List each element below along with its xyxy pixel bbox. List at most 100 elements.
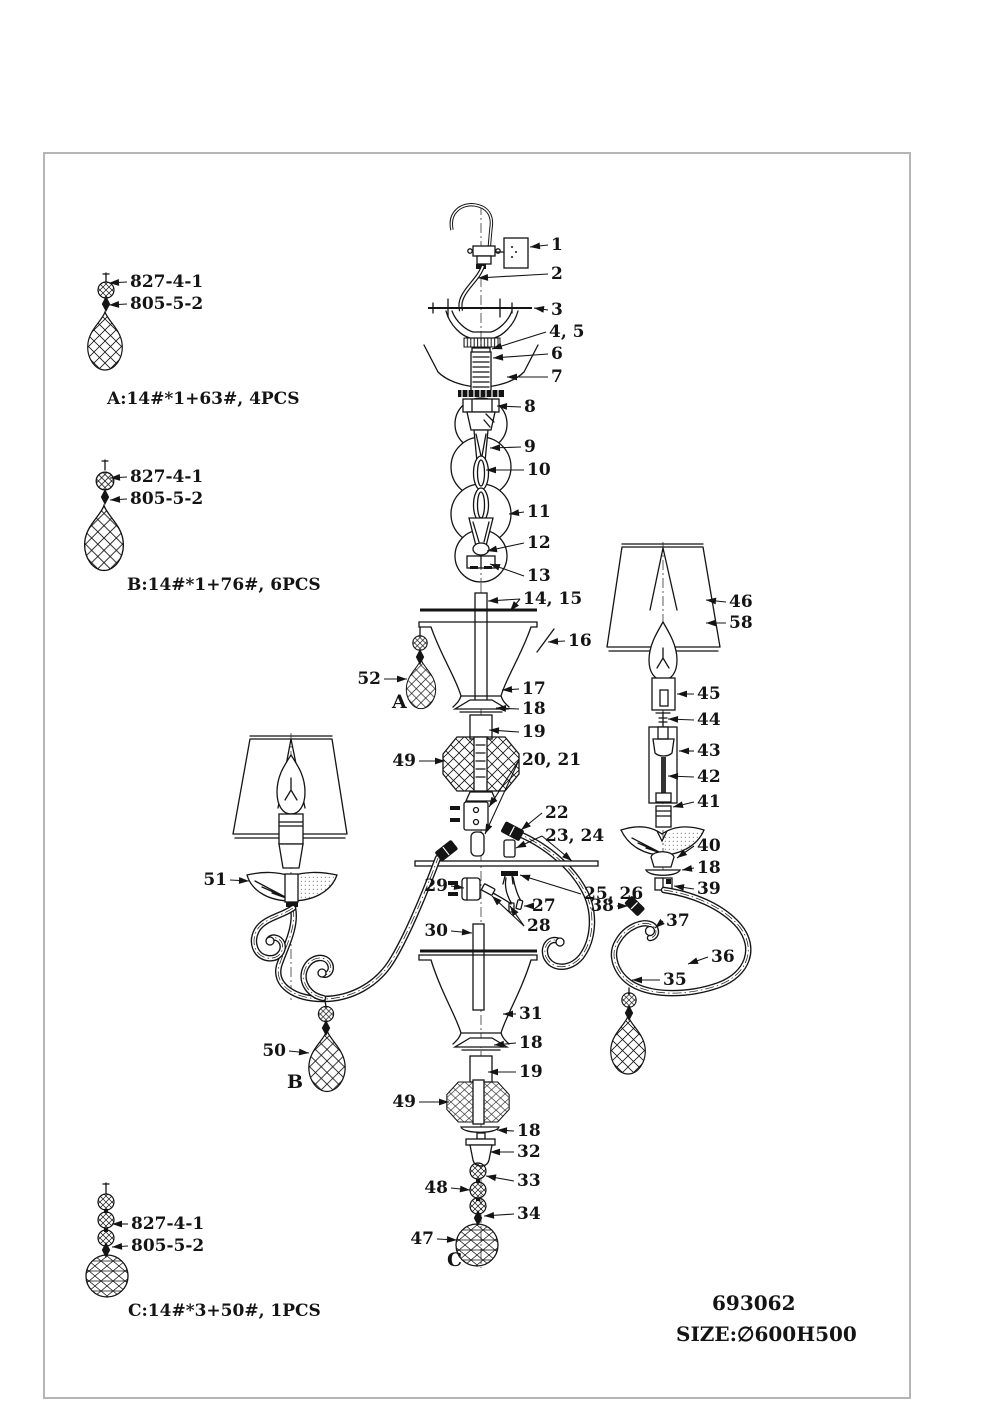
- part-callout: 23, 24: [515, 826, 604, 862]
- threaded-rod-42: [661, 757, 666, 793]
- central-plate-wiring: [414, 821, 599, 1011]
- part-callout: 49: [392, 1092, 449, 1112]
- pendant-legend-c: [85, 1182, 129, 1298]
- svg-text:3: 3: [551, 300, 563, 320]
- lamp-connector-25-26: [501, 871, 518, 876]
- svg-text:18: 18: [697, 858, 721, 878]
- svg-text:4, 5: 4, 5: [549, 322, 585, 342]
- title-block-text: 693062: [712, 1291, 796, 1315]
- svg-text:805-5-2: 805-5-2: [131, 1236, 204, 1256]
- part-callout: 28: [491, 895, 551, 936]
- svg-text:12: 12: [527, 533, 551, 553]
- svg-text:29: 29: [424, 876, 448, 896]
- svg-text:7: 7: [551, 367, 563, 387]
- pendant-legend-b: [83, 459, 125, 572]
- lower-body-column: [418, 949, 538, 1267]
- part-callout: 18: [493, 1033, 543, 1053]
- right-shade: [606, 543, 721, 652]
- cap-40: [650, 851, 675, 868]
- finial-cup-32: [465, 1138, 496, 1146]
- pendant-spec-text: C:14#*3+50#, 1PCS: [128, 1301, 321, 1321]
- spacer-23-24: [503, 839, 516, 858]
- svg-text:46: 46: [729, 592, 753, 612]
- body-plate: [414, 860, 599, 867]
- part-callout: 4, 5: [491, 322, 585, 350]
- assembly-letter: B: [287, 1071, 303, 1093]
- part-callout: 18: [495, 699, 546, 719]
- part-callout: 11: [508, 502, 551, 522]
- pendant-spec-text: B:14#*1+76#, 6PCS: [127, 575, 321, 595]
- svg-text:39: 39: [697, 879, 721, 899]
- part-callout: 827-4-1: [112, 1214, 204, 1234]
- part-callout: 13: [489, 563, 551, 586]
- part-callout: 10: [486, 460, 551, 480]
- svg-text:10: 10: [527, 460, 551, 480]
- assembly-letter: C: [447, 1249, 462, 1271]
- part-callout: 34: [483, 1204, 541, 1224]
- svg-text:18: 18: [519, 1033, 543, 1053]
- part-callout: 37: [654, 911, 690, 931]
- svg-text:32: 32: [517, 1142, 541, 1162]
- svg-text:18: 18: [517, 1121, 541, 1141]
- svg-text:43: 43: [697, 741, 721, 761]
- center-rod-lower: [472, 923, 485, 1011]
- part-callout: 29: [424, 876, 465, 896]
- title-block-text: SIZE:∅600H500: [676, 1322, 857, 1346]
- assembly-letter: A: [391, 691, 407, 713]
- svg-text:37: 37: [666, 911, 690, 931]
- canopy-assembly: [423, 203, 539, 397]
- part-callout: 18: [681, 858, 721, 878]
- svg-text:22: 22: [545, 803, 569, 823]
- svg-text:49: 49: [392, 751, 416, 771]
- part-callout: 3: [533, 300, 563, 320]
- svg-text:50: 50: [262, 1041, 286, 1061]
- pendant-spec-text: A:14#*1+63#, 4PCS: [106, 389, 300, 409]
- svg-text:20, 21: 20, 21: [522, 750, 581, 770]
- part-callout: 47: [410, 1229, 458, 1249]
- crystal-ball-c: [85, 1254, 129, 1298]
- part-callout: 42: [667, 767, 721, 787]
- part-callout: 25, 26: [519, 874, 643, 904]
- part-callout: 40: [676, 836, 721, 859]
- part-callout: 48: [424, 1178, 471, 1198]
- svg-text:35: 35: [663, 970, 687, 990]
- svg-text:17: 17: [522, 679, 546, 699]
- part-callout: 45: [677, 684, 721, 704]
- svg-text:19: 19: [519, 1062, 543, 1082]
- svg-text:52: 52: [357, 669, 381, 689]
- part-callout: 27: [524, 896, 556, 916]
- crystal-ball-47: [455, 1223, 499, 1267]
- svg-text:38: 38: [590, 896, 614, 916]
- part-callout: 33: [485, 1171, 541, 1191]
- part-callout: 44: [667, 710, 721, 730]
- svg-text:48: 48: [424, 1178, 448, 1198]
- svg-text:40: 40: [697, 836, 721, 856]
- svg-text:13: 13: [527, 566, 551, 586]
- svg-text:42: 42: [697, 767, 721, 787]
- svg-text:58: 58: [729, 613, 753, 633]
- part-callout: 1: [529, 235, 563, 255]
- right-lamp-exploded: [606, 542, 748, 1075]
- svg-text:34: 34: [517, 1204, 541, 1224]
- svg-text:805-5-2: 805-5-2: [130, 489, 203, 509]
- part-callout: 41: [672, 792, 721, 812]
- part-callout: 827-4-1: [109, 467, 203, 487]
- terminal-block-20-21: [463, 801, 489, 831]
- part-callout: 32: [490, 1142, 541, 1162]
- part-callout: 2: [477, 264, 563, 284]
- svg-text:27: 27: [532, 896, 556, 916]
- left-lamp-assembly: [232, 733, 458, 1093]
- part-callout: 22: [520, 803, 569, 831]
- part-callout: 14, 15: [487, 589, 582, 612]
- part-callout: 51: [203, 870, 250, 890]
- part-callout: 43: [679, 741, 721, 761]
- part-callout: 38: [590, 896, 628, 916]
- svg-text:49: 49: [392, 1092, 416, 1112]
- svg-text:805-5-2: 805-5-2: [130, 294, 203, 314]
- part-callout: 46: [705, 592, 753, 612]
- part-callout: 20, 21: [484, 750, 581, 835]
- part-callout: 8: [496, 397, 536, 417]
